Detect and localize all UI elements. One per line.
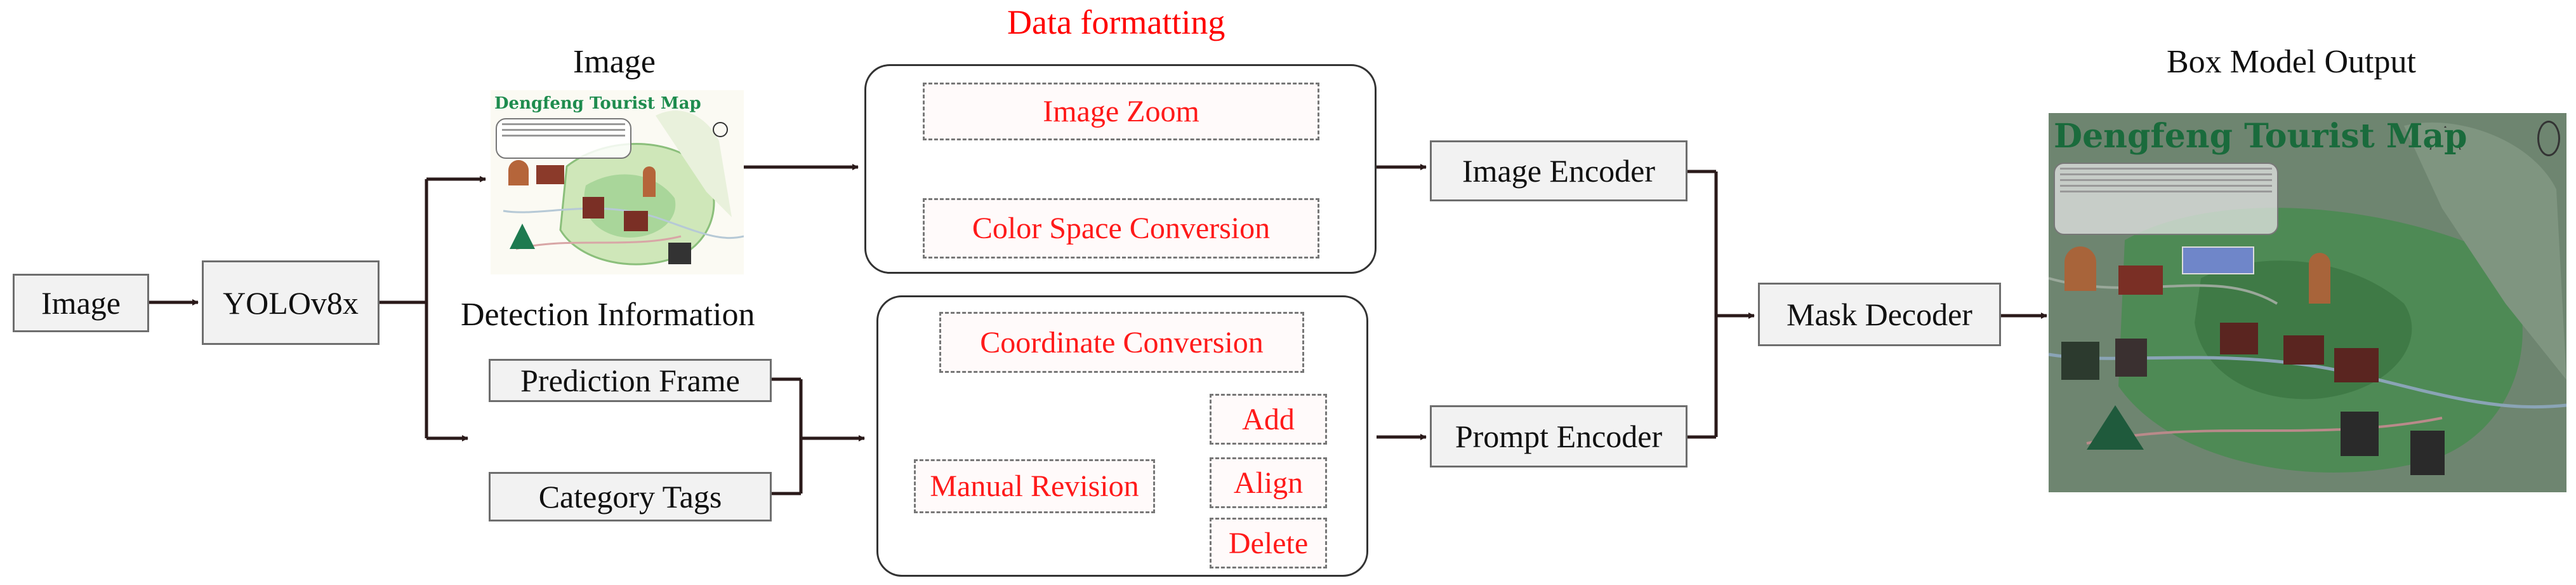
temple-icon bbox=[583, 197, 604, 219]
output-map-title: Dengfeng Tourist Map bbox=[2054, 117, 2467, 156]
box-model-output-label: Box Model Output bbox=[2167, 44, 2416, 80]
detection-information-label: Detection Information bbox=[461, 297, 755, 333]
output-map-intro-note bbox=[2054, 163, 2278, 235]
color-space-conversion-op[interactable]: Color Space Conversion bbox=[923, 198, 1319, 259]
map-intro-note bbox=[496, 118, 631, 159]
prediction-frame-node[interactable]: Prediction Frame bbox=[489, 359, 772, 402]
align-op[interactable]: Align bbox=[1210, 457, 1327, 508]
gate-icon bbox=[536, 165, 564, 184]
temple-icon bbox=[2334, 348, 2379, 382]
map-terrain bbox=[503, 111, 744, 266]
compass-icon bbox=[2537, 121, 2560, 156]
yolov8x-node[interactable]: YOLOv8x bbox=[202, 260, 380, 345]
delete-op[interactable]: Delete bbox=[1210, 518, 1327, 568]
image-caption: Image bbox=[573, 44, 656, 80]
building-icon bbox=[2115, 339, 2147, 377]
prompt-encoder-node[interactable]: Prompt Encoder bbox=[1430, 405, 1688, 467]
image-input-node[interactable]: Image bbox=[13, 274, 149, 332]
category-tags-node[interactable]: Category Tags bbox=[489, 472, 772, 521]
mask-decoder-node[interactable]: Mask Decoder bbox=[1758, 283, 2001, 346]
manual-revision-op[interactable]: Manual Revision bbox=[914, 459, 1155, 513]
compass-icon bbox=[713, 122, 728, 137]
data-formatting-title: Data formatting bbox=[1007, 3, 1225, 41]
pagoda-icon bbox=[508, 160, 529, 185]
pyramid-icon bbox=[2410, 431, 2445, 475]
pagoda-icon bbox=[2064, 246, 2096, 291]
gate-icon bbox=[2118, 266, 2163, 295]
input-map-image: Dengfeng Tourist Map bbox=[491, 90, 744, 274]
temple-icon bbox=[624, 211, 648, 231]
map-title: Dengfeng Tourist Map bbox=[494, 94, 701, 113]
observatory-icon bbox=[668, 243, 691, 264]
building-icon bbox=[2061, 342, 2099, 380]
coordinate-conversion-op[interactable]: Coordinate Conversion bbox=[939, 312, 1304, 373]
temple-icon bbox=[2283, 335, 2324, 365]
add-op[interactable]: Add bbox=[1210, 394, 1327, 445]
observatory-icon bbox=[2341, 412, 2379, 456]
tower-icon bbox=[643, 166, 656, 197]
image-zoom-op[interactable]: Image Zoom bbox=[923, 83, 1319, 140]
tower-icon bbox=[2309, 253, 2330, 304]
output-map-image: Dengfeng Tourist Map bbox=[2049, 113, 2566, 492]
temple-icon bbox=[2220, 323, 2258, 354]
highlight-box bbox=[2182, 246, 2254, 274]
image-encoder-node[interactable]: Image Encoder bbox=[1430, 140, 1688, 201]
